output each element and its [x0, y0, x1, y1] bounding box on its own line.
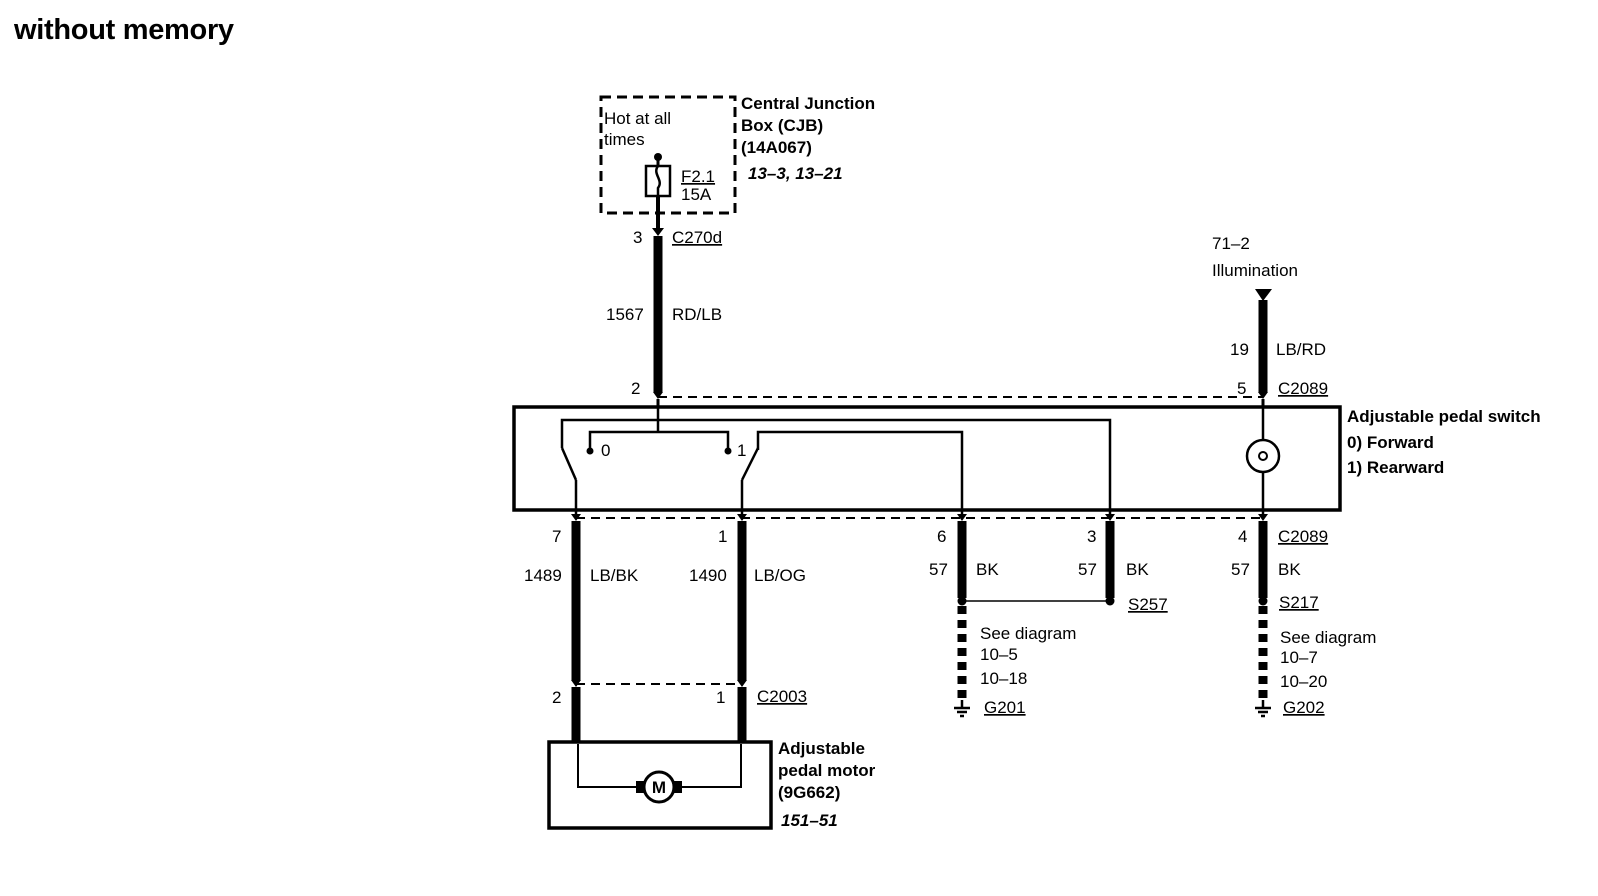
wire-1490-circuit: 1490: [689, 566, 727, 585]
wire-1567-color: RD/LB: [672, 305, 722, 324]
ground-g201: G201: [984, 698, 1026, 717]
wire-19-circuit: 19: [1230, 340, 1249, 359]
illumination-arrow-icon: [1255, 289, 1272, 301]
motor-name-2: pedal motor: [778, 761, 876, 780]
g202-see: See diagram: [1280, 628, 1376, 647]
splice-s257-dot-left: [957, 596, 967, 606]
wire-6-circuit: 57: [929, 560, 948, 579]
switch-pos1: 1) Rearward: [1347, 458, 1444, 477]
bottom-wires: [571, 521, 1268, 680]
wire-4-pin: 4: [1238, 527, 1247, 546]
switch-top-pin-left: 2: [631, 379, 640, 398]
switch-name: Adjustable pedal switch: [1347, 407, 1541, 426]
connector-c2089-bottom: C2089: [1278, 527, 1328, 546]
illumination-ref: 71–2: [1212, 234, 1250, 253]
wire-1-pin: 1: [718, 527, 727, 546]
switch-contact1: 1: [737, 441, 746, 460]
switch-top-pin-right: 5: [1237, 379, 1246, 398]
switch-pos0: 0) Forward: [1347, 433, 1434, 452]
cjb-pin: 3: [633, 228, 642, 247]
cjb-box: [599, 95, 737, 215]
connector-c2003: C2003: [757, 687, 807, 706]
motor-name-1: Adjustable: [778, 739, 865, 758]
wire-3-circuit: 57: [1078, 560, 1097, 579]
wire-1490-color: LB/OG: [754, 566, 806, 585]
wire-4-circuit: 57: [1231, 560, 1250, 579]
contact-1-icon: [724, 447, 732, 455]
ground-g202: G202: [1283, 698, 1325, 717]
contact-0-icon: [586, 447, 594, 455]
fuse-rating: 15A: [681, 185, 712, 204]
cjb-ref: 13–3, 13–21: [748, 164, 843, 183]
motor-ref: 151–51: [781, 811, 838, 830]
connector-c270d-icon: [652, 228, 664, 236]
fuse-label: F2.1: [681, 167, 715, 186]
cjb-name-3: (14A067): [741, 138, 812, 157]
ground-g201-icon: [954, 700, 970, 718]
wire-1489-color: LB/BK: [590, 566, 639, 585]
illumination-label: Illumination: [1212, 261, 1298, 280]
splice-s217: S217: [1279, 593, 1319, 612]
wire-19-color: LB/RD: [1276, 340, 1326, 359]
motor-symbol: M: [652, 778, 666, 797]
wire-7-pin: 7: [552, 527, 561, 546]
pedal-switch-box: [512, 405, 1342, 512]
motor-pin-right: 1: [716, 688, 725, 707]
g201-see: See diagram: [980, 624, 1076, 643]
wire-6-pin: 6: [937, 527, 946, 546]
wire-4-color: BK: [1278, 560, 1301, 579]
splice-s257-dot-right: [1105, 596, 1115, 606]
motor-box: [547, 740, 773, 830]
wire-3-color: BK: [1126, 560, 1149, 579]
g201-ref-2: 10–18: [980, 669, 1027, 688]
connector-c2089-top: C2089: [1278, 379, 1328, 398]
cjb-name-1: Central Junction: [741, 94, 875, 113]
g202-ref-1: 10–7: [1280, 648, 1318, 667]
splice-s217-dot: [1258, 596, 1268, 606]
g202-ref-2: 10–20: [1280, 672, 1327, 691]
switch-contact0: 0: [601, 441, 610, 460]
page-title: without memory: [14, 14, 234, 46]
cjb-hot-text-2: times: [604, 130, 645, 149]
wire-6-color: BK: [976, 560, 999, 579]
cjb-hot-text-1: Hot at all: [604, 109, 671, 128]
wire-3-pin: 3: [1087, 527, 1096, 546]
switch-internal-wiring: [560, 408, 1265, 518]
ground-g202-icon: [1255, 700, 1271, 718]
motor-name-3: (9G662): [778, 783, 840, 802]
motor-pin-left: 2: [552, 688, 561, 707]
g201-ref-1: 10–5: [980, 645, 1018, 664]
cjb-name-2: Box (CJB): [741, 116, 823, 135]
connector-c270d: C270d: [672, 228, 722, 247]
illumination-lamp-icon: [1245, 438, 1281, 474]
wire-1567-circuit: 1567: [606, 305, 644, 324]
motor-icon: [642, 770, 676, 804]
wire-1489-circuit: 1489: [524, 566, 562, 585]
splice-s257: S257: [1128, 595, 1168, 614]
